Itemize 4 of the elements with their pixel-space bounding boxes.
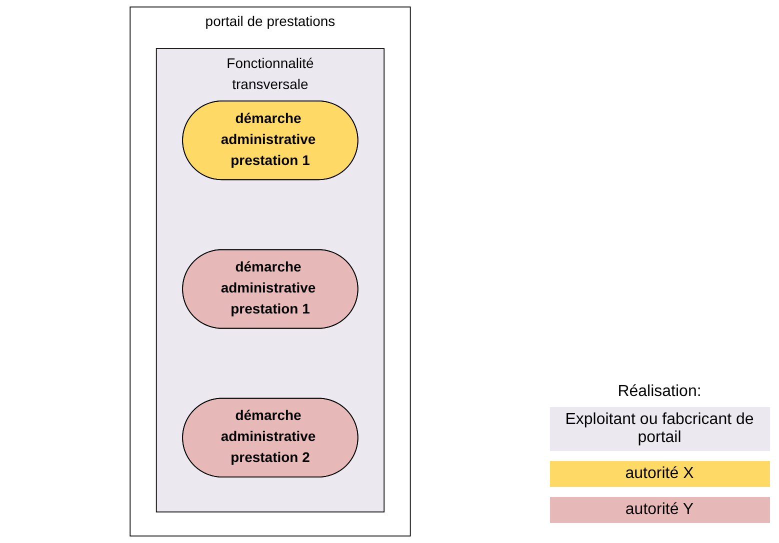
legend-entry: autorité Y: [550, 497, 770, 523]
legend-heading: Réalisation:: [618, 383, 702, 401]
legend-entry: autorité X: [550, 461, 770, 487]
legend-entry: Exploitant ou fabcricant de portail: [550, 407, 770, 451]
